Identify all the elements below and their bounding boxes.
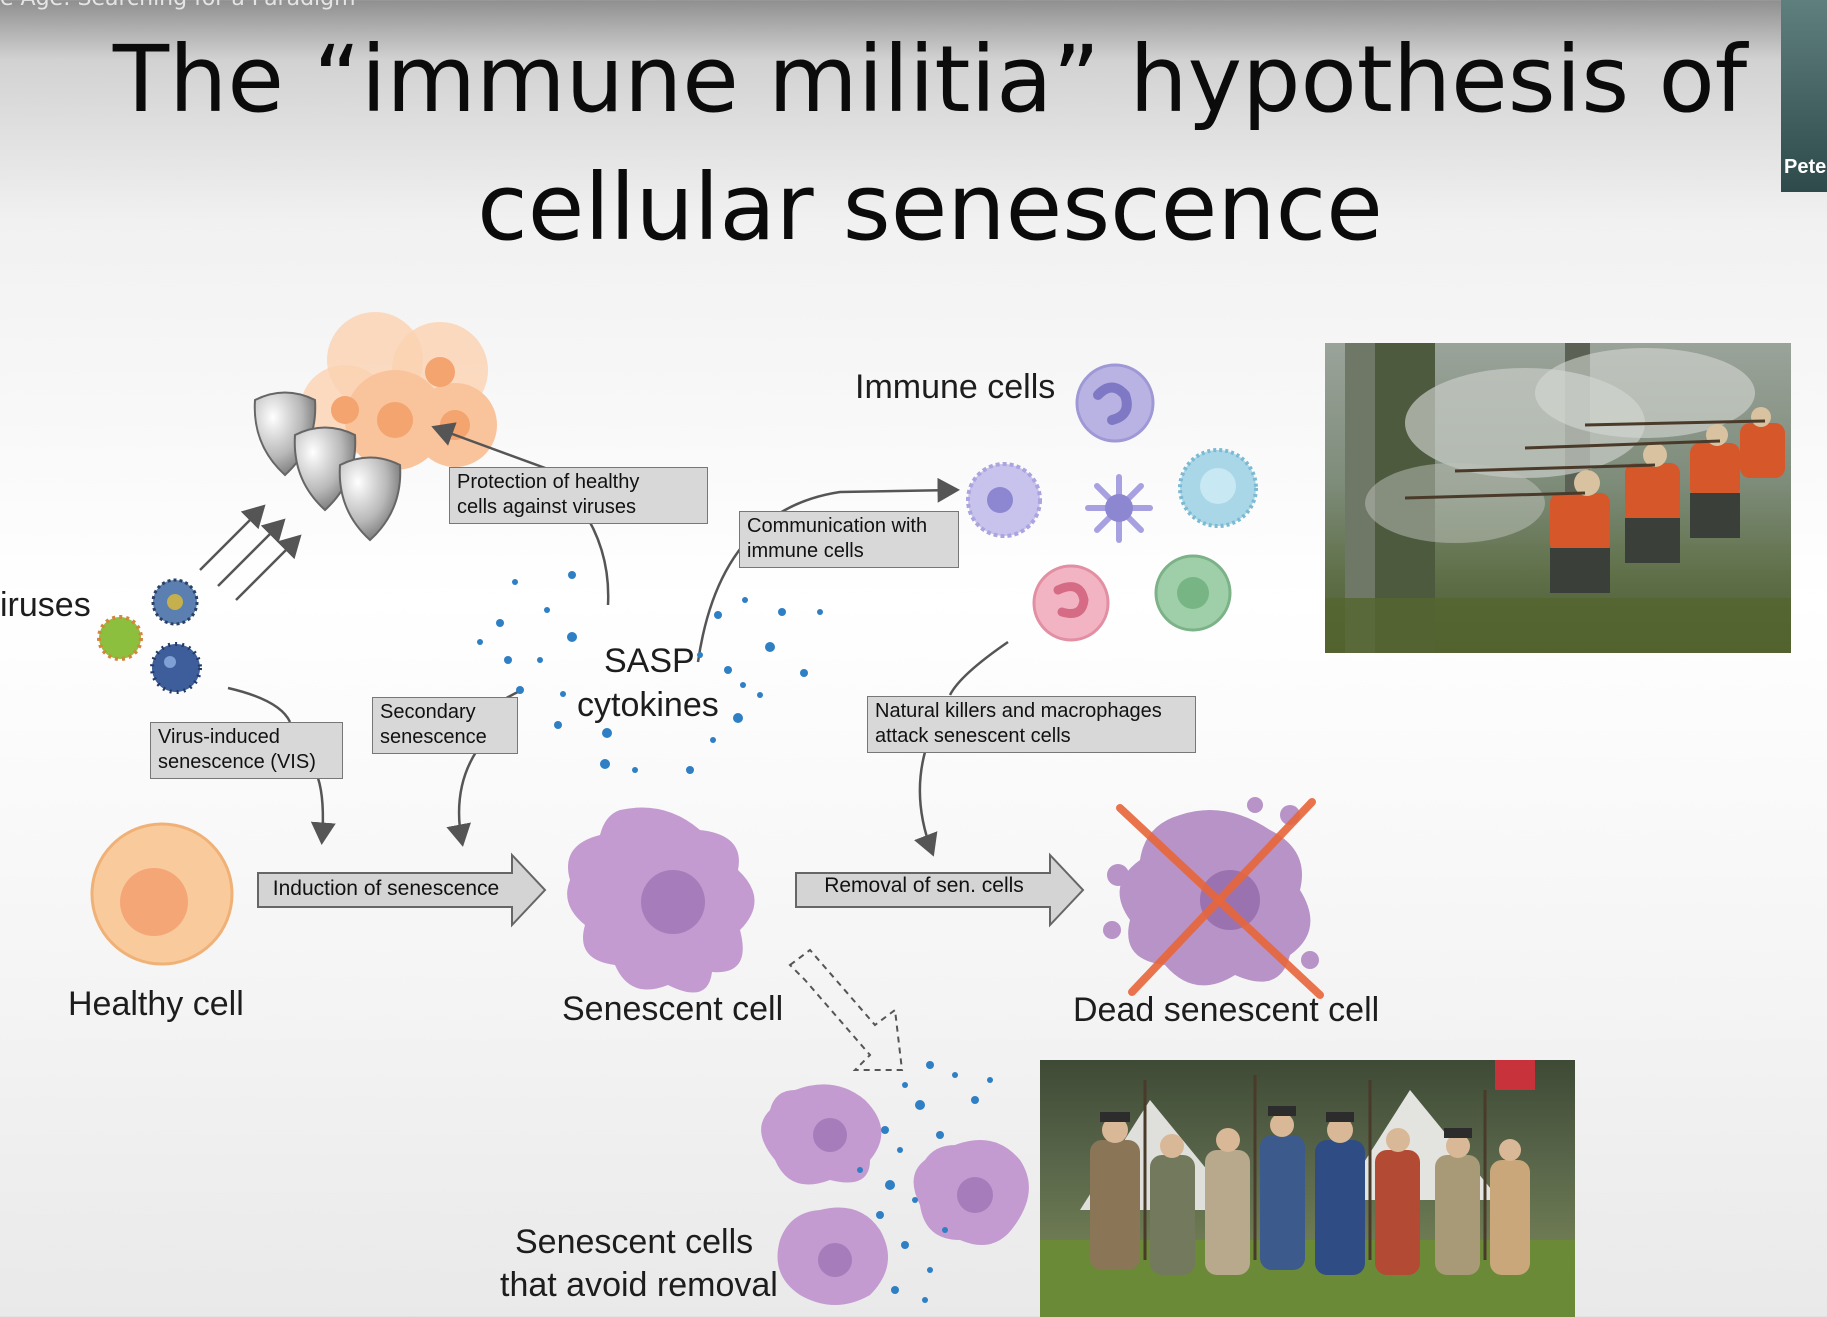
communication-box-line1: Communication with	[747, 515, 928, 537]
removal-arrow	[795, 852, 1085, 928]
secondary-senescence-box: Secondary senescence	[372, 697, 518, 754]
webcam-thumbnail[interactable]	[1781, 0, 1827, 192]
protection-box-line1: Protection of healthy	[457, 471, 640, 493]
arrow-nk-to-removal	[914, 751, 938, 857]
viruses-label: iruses	[0, 586, 91, 624]
communication-box: Communication with immune cells	[739, 511, 959, 568]
protected-cell-cluster	[300, 312, 497, 470]
vis-box: Virus-induced senescence (VIS)	[150, 722, 343, 779]
protection-box-line2: cells against viruses	[457, 496, 636, 518]
escape-dashed-arrow	[788, 948, 904, 1071]
nk-macrophage-box: Natural killers and macrophages attack s…	[867, 696, 1196, 753]
immune-cell-icons	[966, 363, 1258, 642]
protection-box: Protection of healthy cells against viru…	[449, 467, 708, 524]
sasp-cytokine-dots	[477, 571, 823, 774]
virus-icons	[97, 578, 202, 694]
arrow-vis-to-induction	[310, 777, 336, 845]
induction-arrow-label: Induction of senescence	[272, 877, 500, 900]
sasp-label-line2: cytokines	[577, 686, 719, 724]
slide-title: The “immune militia” hypothesis of cellu…	[0, 16, 1827, 272]
senescent-cell-icon	[567, 807, 755, 993]
militia-group-photo	[1040, 1060, 1575, 1317]
escaped-cytokine-dots	[857, 1061, 993, 1303]
communication-box-line2: immune cells	[747, 540, 864, 562]
slide-title-line1: The “immune militia” hypothesis of	[112, 26, 1748, 133]
healthy-cell-icon	[90, 822, 234, 966]
removal-arrow-label: Removal of sen. cells	[824, 874, 1024, 897]
secondary-box-line2: senescence	[380, 726, 487, 748]
nk-box-line1: Natural killers and macrophages	[875, 700, 1162, 722]
avoid-removal-label-line1: Senescent cells	[515, 1223, 754, 1261]
avoid-removal-label-line2: that avoid removal	[500, 1266, 778, 1304]
dead-senescent-cell-label: Dead senescent cell	[1073, 991, 1380, 1029]
induction-arrow	[257, 852, 547, 928]
line-virus-to-vis	[227, 686, 292, 723]
musket-soldiers-photo	[1325, 343, 1791, 653]
shield-icons	[253, 391, 402, 542]
nk-box-line2: attack senescent cells	[875, 725, 1071, 747]
sasp-label-line1: SASP	[604, 642, 695, 680]
webcam-participant-name: Pete	[1784, 156, 1827, 178]
healthy-cell-label: Healthy cell	[68, 985, 244, 1023]
video-caption: e Age: Searching for a Paradigm	[0, 0, 356, 11]
immune-cells-label: Immune cells	[855, 368, 1056, 406]
arrow-secondary-to-induction	[446, 751, 478, 847]
vis-box-line2: senescence (VIS)	[158, 751, 316, 773]
virus-defense-arrows	[199, 504, 302, 601]
slide-title-line2: cellular senescence	[477, 154, 1383, 261]
secondary-box-line1: Secondary	[380, 701, 476, 723]
dead-senescent-cell-icon	[1103, 797, 1324, 999]
vis-box-line1: Virus-induced	[158, 726, 280, 748]
senescent-cell-label: Senescent cell	[562, 990, 784, 1028]
line-immune-to-nk	[948, 640, 1009, 696]
